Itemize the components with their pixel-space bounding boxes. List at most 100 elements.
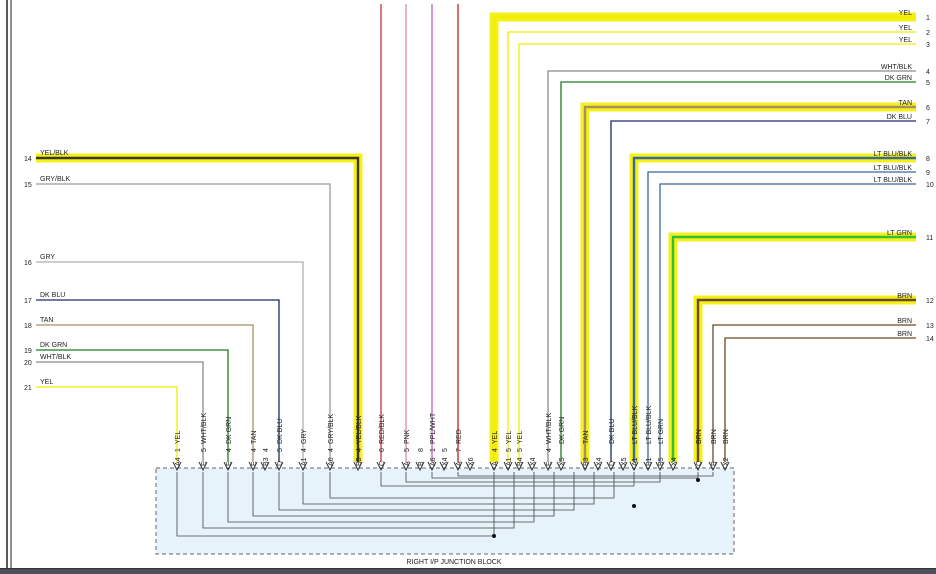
splice-dot [632, 504, 636, 508]
junction-trace [405, 472, 661, 483]
connector-pin-number: 4 [301, 448, 308, 452]
splice-dot [696, 478, 700, 482]
right-wire-12-highlight [693, 295, 916, 462]
right-wire-label: DK GRN [885, 75, 912, 82]
connector-pin-id: A [456, 461, 463, 466]
connector-terminal [527, 461, 537, 472]
right-circuit-number: 8 [926, 156, 930, 163]
connector-pin-number: 5 [442, 448, 449, 452]
right-wire-12 [696, 298, 916, 462]
junction-trace [278, 472, 575, 511]
junction-trace [202, 472, 515, 529]
connector-pin-id: X2 [723, 457, 730, 466]
left-wire-label: DK BLU [40, 292, 65, 299]
connector-wire-label: YEL [492, 431, 499, 444]
right-wire-label: BRN [897, 331, 912, 338]
connector-terminal [514, 461, 524, 472]
connector-pin-id: E [226, 461, 233, 466]
left-circuit-number: 21 [24, 385, 32, 392]
right-wire-label: YEL [899, 25, 912, 32]
connector-terminal [593, 461, 603, 472]
right-wire-label: WHT/BLK [881, 64, 912, 71]
right-circuit-number: 12 [926, 298, 934, 305]
connector-wire-label: DK GRN [559, 417, 566, 444]
connector-pin-number: 5 [517, 448, 524, 452]
right-wire-label: LT BLU/BLK [874, 165, 913, 172]
connector-terminal [655, 461, 665, 472]
junction-trace [227, 472, 535, 523]
connector-terminal [708, 461, 718, 472]
junction-trace [329, 472, 615, 499]
left-wire-19 [36, 349, 229, 462]
left-wire-label: TAN [40, 317, 53, 324]
right-circuit-number: 11 [926, 235, 933, 242]
right-circuit-number: 5 [926, 80, 930, 87]
connector-pin-id: X4 [671, 457, 678, 466]
connector-wire-label: PNK [404, 429, 411, 444]
connector-pin-id: A1 [632, 457, 639, 466]
right-wire-label: LT BLU/BLK [874, 151, 913, 158]
right-wire-label: DK BLU [887, 114, 912, 121]
connector-terminal [248, 461, 258, 472]
connector-pin-id: E [251, 461, 258, 466]
left-wire-label: YEL [40, 379, 53, 386]
connector-terminal [198, 461, 208, 472]
connector-wire-label: WHT/BLK [546, 413, 553, 444]
left-circuit-number: 15 [24, 182, 32, 189]
connector-pin-id: X4 [596, 457, 603, 466]
connector-pin-id: E [546, 461, 553, 466]
junction-trace [431, 472, 699, 479]
connector-pin-number: 6 [379, 448, 386, 452]
right-circuit-number: 10 [926, 182, 934, 189]
left-wire-20 [36, 361, 204, 462]
connector-pin-id: B1 [646, 457, 653, 466]
right-wire-label: YEL [899, 37, 912, 44]
splice-dot [492, 534, 496, 538]
connector-pin-id: A6 [328, 457, 335, 466]
left-wire-label: GRY [40, 254, 55, 261]
connector-wire-label: DK GRN [226, 417, 233, 444]
connector-pin-number: 4 [546, 448, 553, 452]
right-circuit-number: 6 [926, 105, 930, 112]
connector-wire-label: YEL [506, 431, 513, 444]
left-wire-18 [36, 324, 254, 462]
connector-terminal [427, 461, 437, 472]
connector-wire-label: GRY/BLK [328, 413, 335, 444]
connector-pin-id: B3 [263, 457, 270, 466]
connector-pin-number: 5 [404, 448, 411, 452]
left-wire-14 [36, 156, 360, 462]
connector-wire-label: DK BLU [277, 419, 284, 444]
connector-wire-label: LT BLU/BLK [632, 405, 639, 444]
connector-pin-id: X5 [621, 457, 628, 466]
connector-pin-id: A [404, 461, 411, 466]
right-wire-9 [647, 171, 916, 462]
right-wire-4 [547, 70, 916, 462]
left-wire-label: DK GRN [40, 342, 67, 349]
connector-wire-label: RED [456, 429, 463, 444]
junction-trace [380, 472, 635, 487]
left-circuit-number: 19 [24, 348, 32, 355]
connector-pin-id: A1 [506, 457, 513, 466]
connector-pin-id: A6 [430, 457, 437, 466]
connector-wire-label: YEL [517, 431, 524, 444]
connector-pin-id: X4 [442, 457, 449, 466]
right-wire-label: LT GRN [887, 230, 912, 237]
connector-wire-label: PPL/WHT [430, 412, 437, 444]
right-wire-11-highlight [668, 232, 916, 462]
connector-pin-id: A [492, 461, 499, 466]
connector-terminal [543, 461, 553, 472]
connector-wire-label: BRN [711, 429, 718, 444]
connector-pin-number: 7 [456, 448, 463, 452]
connector-pin-id: B4 [517, 457, 524, 466]
right-wire-7 [610, 120, 916, 462]
frame-bar [0, 569, 936, 574]
connector-terminal [556, 461, 566, 472]
junction-trace [252, 472, 555, 517]
left-wire-17 [36, 299, 280, 462]
connector-pin-number: 4 [226, 448, 233, 452]
connector-wire-label: DK BLU [609, 419, 616, 444]
connector-terminal [629, 461, 639, 472]
left-wire-14-highlight [36, 153, 363, 462]
junction-block [155, 467, 735, 555]
